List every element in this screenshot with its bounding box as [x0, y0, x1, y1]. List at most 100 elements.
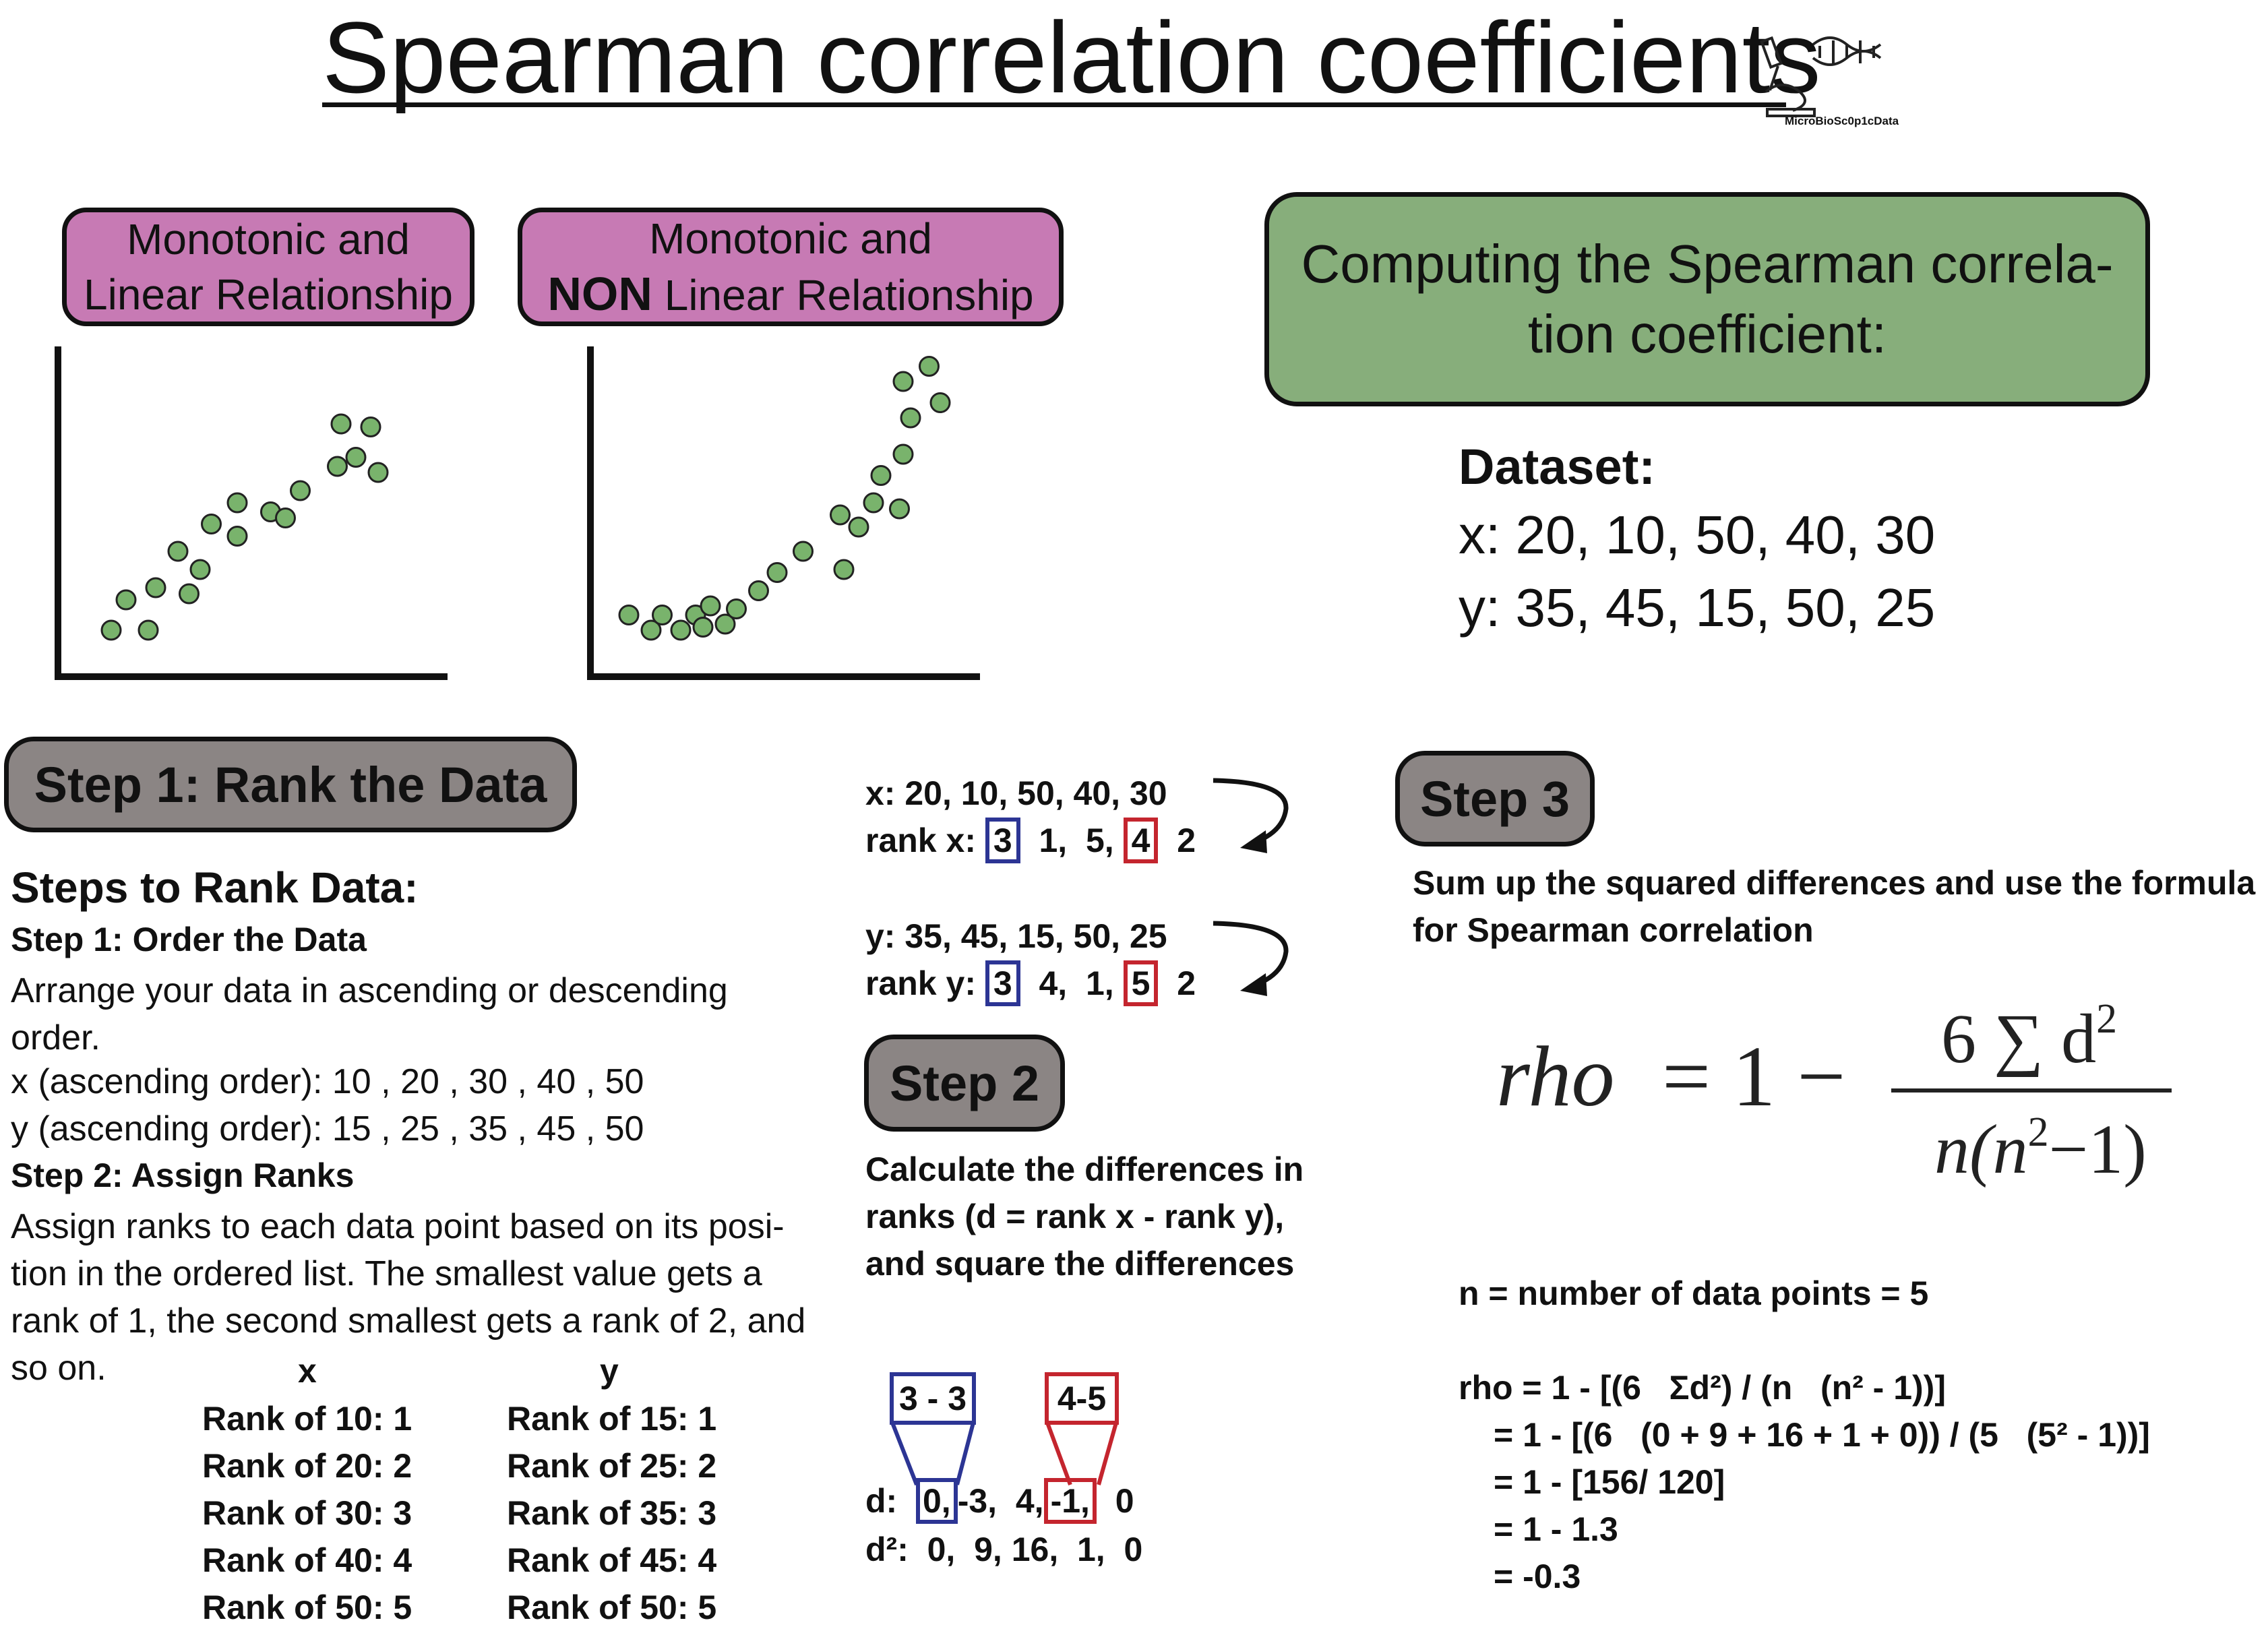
linear-label-line1: Monotonic and	[127, 215, 410, 264]
calc-line: rho = 1 - [(6 Σd²) / (n (n² - 1))]	[1459, 1369, 1946, 1407]
rank-table-x-header: x	[298, 1352, 317, 1390]
linear-scatter-point	[137, 619, 159, 641]
spearman-formula: rho = 1 − 6 ∑ d2 n(n2−1)	[1496, 997, 2172, 1188]
computing-heading-line1: Computing the Spearman correla-	[1301, 234, 2114, 294]
rank-x-fourth-box: 4	[1123, 818, 1159, 863]
nonlinear-scatter-point	[652, 605, 673, 625]
rank-y-first-box: 3	[985, 960, 1020, 1006]
nonlinear-scatter-point	[889, 498, 910, 520]
nonlinear-scatter-point	[793, 541, 814, 562]
rank-y-value: 2	[1177, 964, 1196, 1002]
order-data-heading: Step 1: Order the Data	[11, 921, 367, 958]
nonlinear-scatter-point	[748, 580, 769, 601]
rank-table-y: Rank of 15: 1 Rank of 25: 2 Rank of 35: …	[507, 1395, 716, 1631]
d-value: 0	[1115, 1482, 1134, 1520]
linear-scatter-point	[330, 413, 352, 435]
rank-y-row: Rank of 15: 1	[507, 1400, 717, 1438]
nonlinear-scatter-point	[640, 619, 662, 641]
nonlinear-scatter-point	[830, 504, 851, 526]
nonlinear-scatter-point	[714, 613, 736, 635]
nonlinear-scatter-point	[833, 559, 855, 580]
rank-x-value: 5	[1085, 822, 1105, 859]
calc-result: = -0.3	[1494, 1558, 1581, 1595]
linear-scatter-point	[345, 447, 367, 468]
rank-x-label: rank x:	[865, 822, 985, 859]
step3-description: Sum up the squared differences and use t…	[1413, 864, 2256, 949]
linear-scatter-point	[100, 619, 122, 641]
title-underline	[322, 102, 1786, 107]
nonlinear-scatter-point	[892, 371, 914, 392]
linear-scatter-plot	[55, 346, 448, 680]
linear-scatter-point	[360, 417, 381, 437]
rank-x-first-box: 3	[985, 818, 1020, 863]
computing-heading-line2: tion coefficient:	[1527, 304, 1887, 364]
curved-arrow-icon	[1213, 778, 1289, 853]
rank-x-row: Rank of 20: 2	[202, 1447, 412, 1485]
diff-connectors	[890, 1421, 1118, 1486]
nonlinear-scatter-point	[892, 443, 914, 465]
linear-scatter-point	[145, 577, 166, 598]
linear-scatter-point	[290, 480, 311, 501]
linear-scatter-point	[189, 559, 211, 580]
rank-y-value: 4	[1039, 964, 1058, 1002]
linear-scatter-point	[167, 541, 189, 562]
linear-scatter-point	[367, 462, 389, 483]
step1-heading: Step 1: Rank the Data	[4, 737, 577, 832]
step2-description: Calculate the differences in ranks (d = …	[865, 1150, 1304, 1283]
d-values: d: 0,-3, 4,-1, 0	[865, 1478, 1134, 1524]
dataset-x: x: 20, 10, 50, 40, 30	[1459, 505, 1936, 565]
computing-heading: Computing the Spearman correla- tion coe…	[1264, 192, 2150, 406]
monotonic-nonlinear-label: Monotonic and NON Linear Relationship	[518, 208, 1064, 326]
y-ascending: y (ascending order): 15 , 25 , 35 , 45 ,…	[11, 1109, 644, 1148]
logo-text: MicroBioSc0p1cData	[1785, 115, 1899, 127]
formula-numerator: 6 ∑ d2	[1941, 997, 2117, 1078]
diff-first-pair: 3 - 3	[890, 1372, 976, 1425]
nonlinear-scatter-point	[700, 595, 721, 617]
rank-x-value: 1	[1039, 822, 1058, 859]
rank-y-values: rank y: 3 4, 1, 5 2	[865, 960, 1196, 1006]
nonlinear-scatter-point	[848, 516, 869, 538]
rank-y-row: Rank of 45: 4	[507, 1541, 717, 1579]
nonlinear-label-line1: Monotonic and	[649, 214, 932, 263]
rank-x-row: Rank of 30: 3	[202, 1494, 412, 1532]
nonlinear-scatter-point	[929, 392, 951, 413]
dataset-heading: Dataset:	[1459, 439, 1655, 495]
formula-equals: = 1 −	[1662, 1028, 1845, 1124]
linear-scatter-point	[275, 507, 296, 528]
rank-y-fourth-box: 5	[1123, 960, 1159, 1006]
nonlinear-scatter-plot	[587, 346, 980, 680]
nonlinear-scatter-point	[670, 619, 692, 641]
formula-denominator: n(n2−1)	[1934, 1109, 2147, 1188]
rank-table-x: Rank of 10: 1 Rank of 20: 2 Rank of 30: …	[202, 1395, 412, 1631]
step2-heading: Step 2	[864, 1035, 1065, 1132]
nonlinear-scatter-point	[900, 407, 921, 429]
assign-ranks-heading: Step 2: Assign Ranks	[11, 1157, 355, 1194]
microscope-dna-logo-icon	[1760, 36, 1882, 117]
rank-y-row: Rank of 25: 2	[507, 1447, 717, 1485]
d-label: d:	[865, 1482, 898, 1520]
d-squared-values: d²: 0, 9, 16, 1, 0	[865, 1531, 1143, 1568]
rank-y-row: Rank of 35: 3	[507, 1494, 717, 1532]
rank-y-label: rank y:	[865, 964, 985, 1002]
nonlinear-scatter-point	[618, 605, 640, 625]
middle-y-values: y: 35, 45, 15, 50, 25	[865, 917, 1167, 955]
linear-label-line2: Linear Relationship	[84, 270, 453, 319]
rank-y-value: 1	[1085, 964, 1105, 1002]
middle-x-values: x: 20, 10, 50, 40, 30	[865, 774, 1167, 812]
rank-table-y-header: y	[600, 1352, 619, 1390]
d-first-box: 0,	[916, 1478, 958, 1524]
linear-scatter-point	[226, 526, 248, 547]
n-definition: n = number of data points = 5	[1459, 1274, 1929, 1312]
diff-fourth-pair: 4-5	[1045, 1372, 1119, 1425]
d-value: 4,	[1015, 1482, 1044, 1520]
steps-to-rank-heading: Steps to Rank Data:	[11, 863, 419, 912]
calc-line: = 1 - 1.3	[1494, 1510, 1618, 1548]
nonlinear-scatter-point	[766, 562, 788, 583]
calc-line: = 1 - [156/ 120]	[1494, 1463, 1725, 1501]
nonlinear-label-line2: Linear Relationship	[652, 271, 1034, 319]
step3-heading: Step 3	[1395, 751, 1595, 847]
linear-scatter-point	[226, 492, 248, 514]
nonlinear-scatter-point	[870, 465, 892, 486]
curved-arrow-icon	[1213, 921, 1289, 996]
